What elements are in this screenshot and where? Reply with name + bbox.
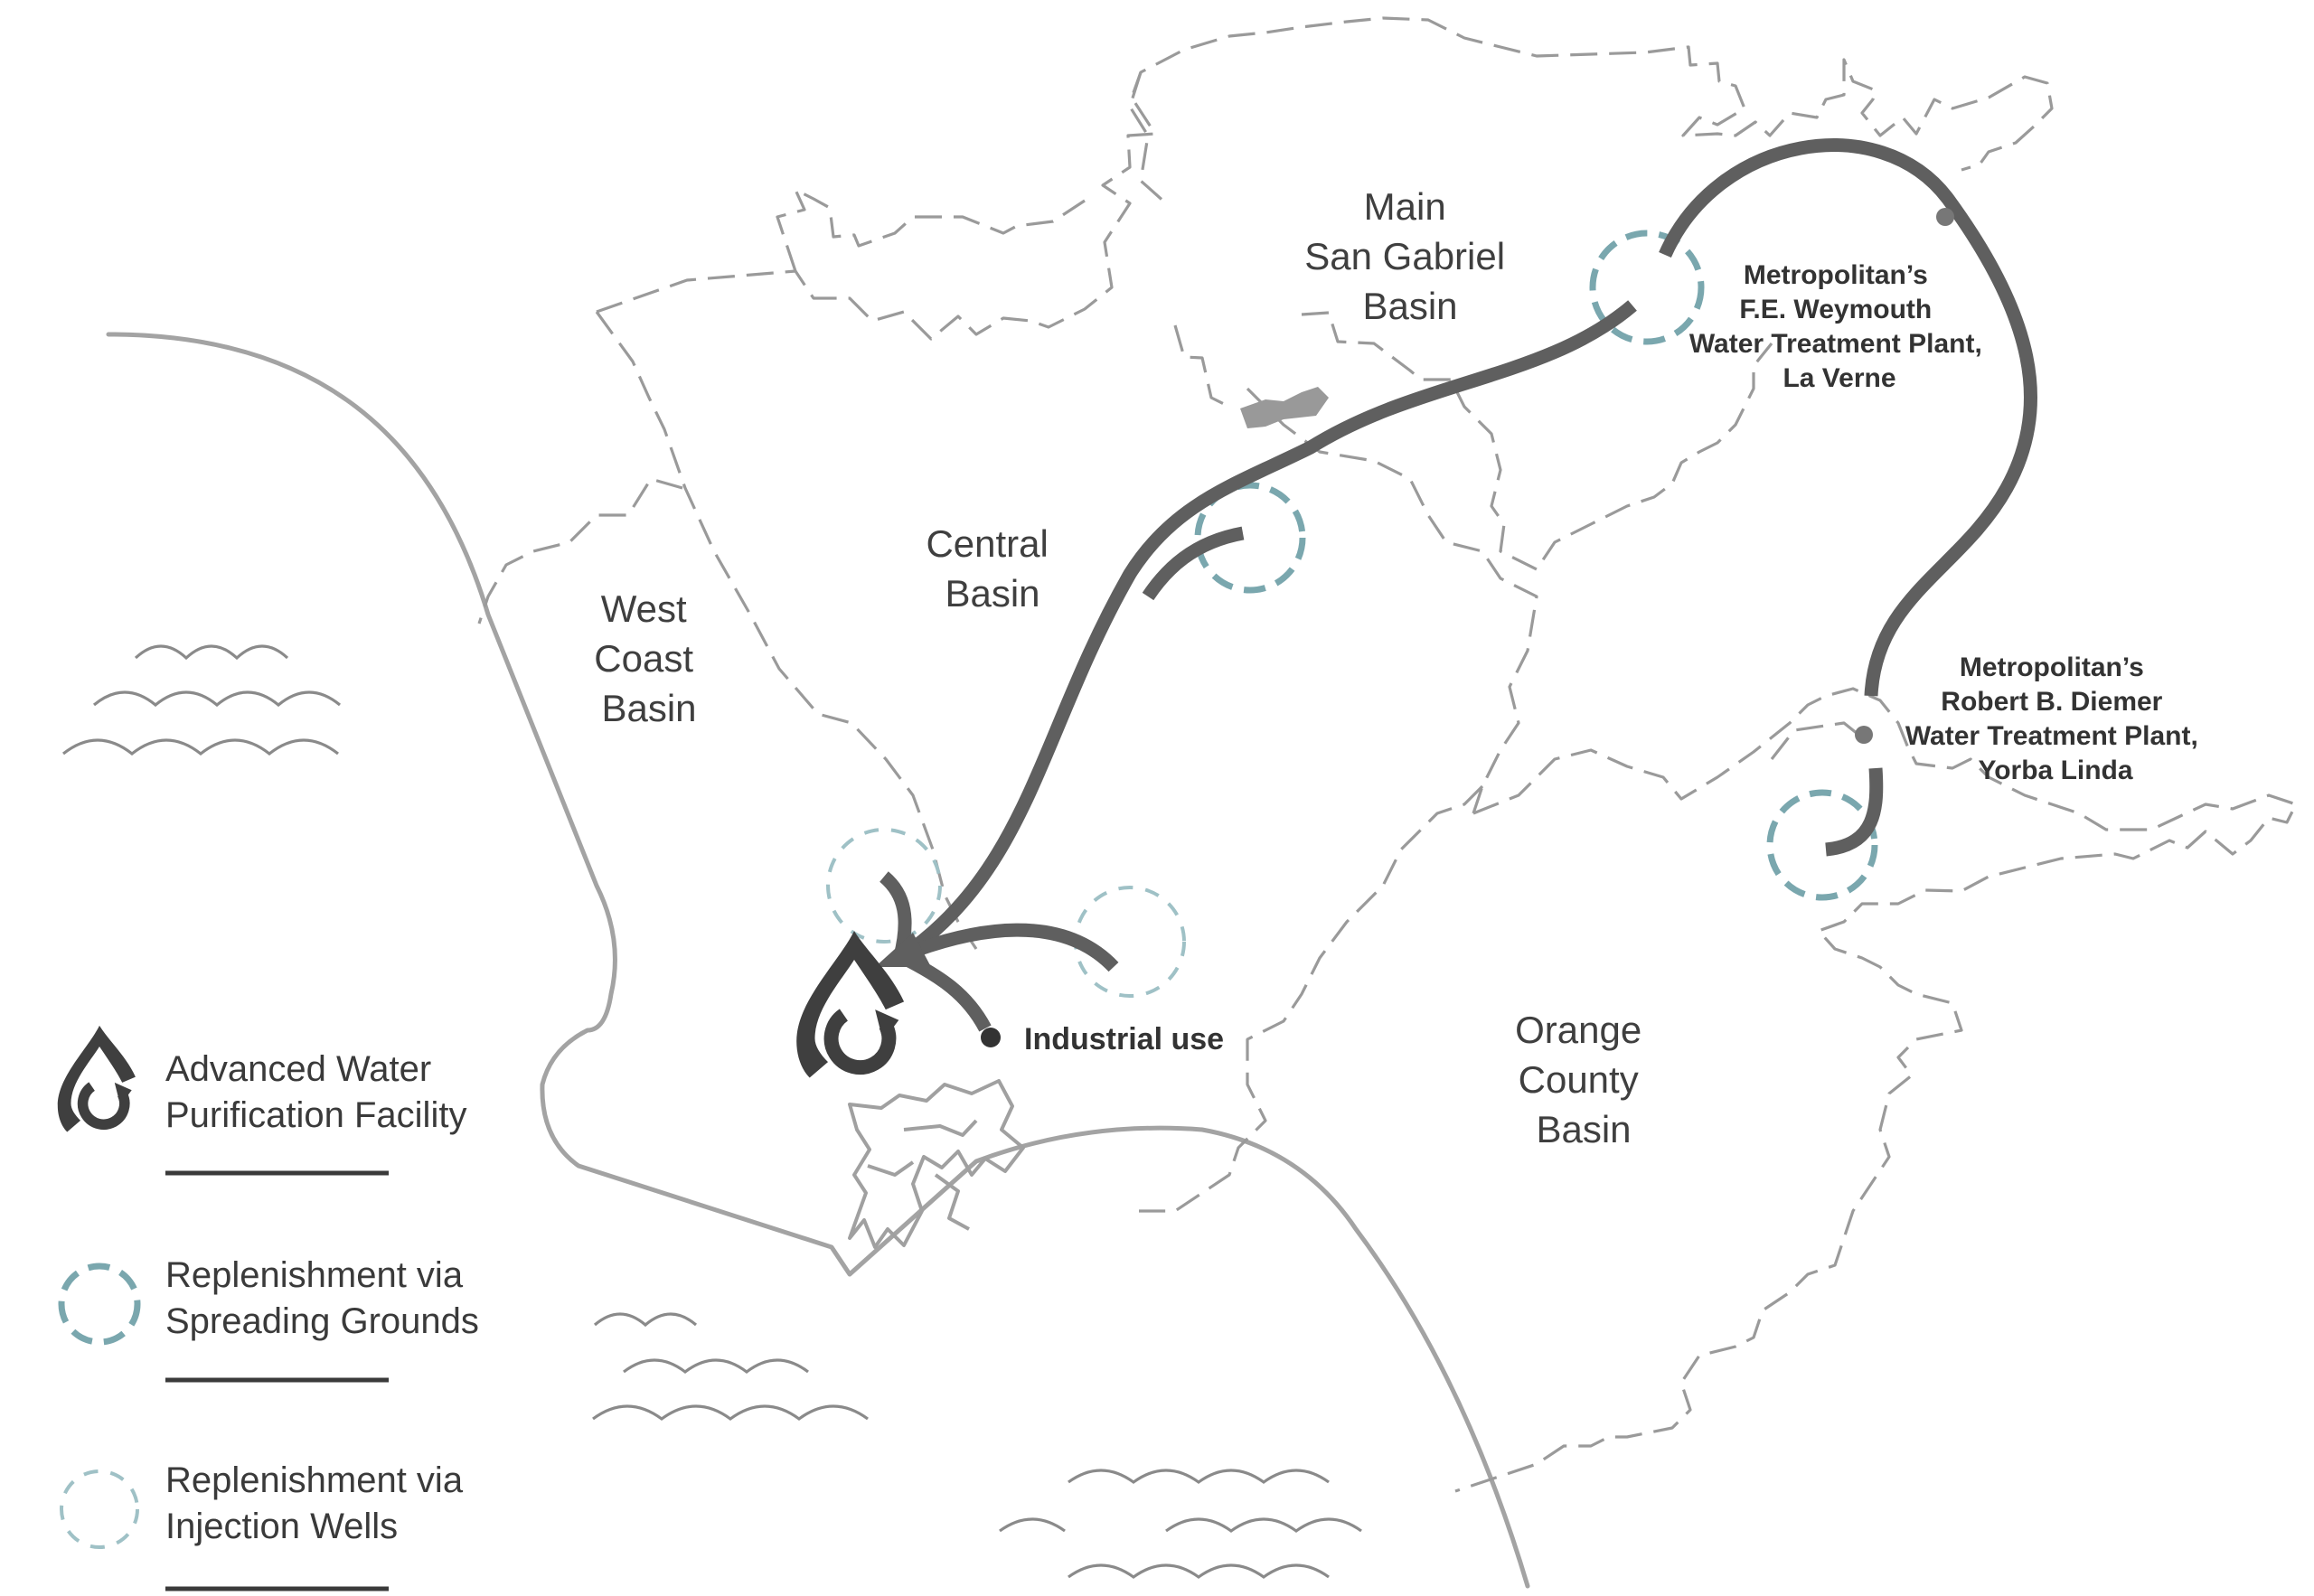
dam-shape xyxy=(1240,387,1329,428)
harbor xyxy=(848,1079,1025,1249)
injection-well-west xyxy=(826,828,942,944)
basin-label-west-coast: West Coast Basin xyxy=(594,587,703,729)
dotted-circle-icon xyxy=(60,1469,139,1549)
legend-facility-icon xyxy=(57,1025,136,1132)
flow-central-spreading-branch xyxy=(1142,526,1245,601)
legend: Advanced Water Purification Facility Rep… xyxy=(57,1025,479,1591)
diemer-plant-marker xyxy=(1855,726,1873,744)
basin-label-main-san-gabriel: Main San Gabriel Basin xyxy=(1304,185,1515,327)
water-drop-recycle-icon xyxy=(796,931,905,1078)
legend-label-spreading: Replenishment via Spreading Grounds xyxy=(165,1255,479,1341)
legend-label-facility: Advanced Water Purification Facility xyxy=(165,1049,466,1135)
industrial-use-label: Industrial use xyxy=(1024,1022,1224,1056)
dashed-circle-icon xyxy=(58,1263,141,1346)
plant-label-diemer: Metropolitan’s Robert B. Diemer Water Tr… xyxy=(1905,652,2206,785)
water-flows xyxy=(875,138,2038,1032)
ocean-waves xyxy=(62,644,1362,1579)
spreading-ground-central xyxy=(1194,482,1306,594)
industrial-use-marker xyxy=(981,1028,1001,1047)
coastline xyxy=(106,332,1530,1589)
flow-arrowhead xyxy=(875,933,931,967)
flow-diemer-to-orange-spreading xyxy=(1825,767,1884,857)
spreading-ground-orange-county xyxy=(1766,789,1878,901)
spreading-ground-main-san-gabriel xyxy=(1589,230,1705,345)
legend-label-injection: Replenishment via Injection Wells xyxy=(165,1460,473,1546)
plant-label-weymouth: Metropolitan’s F.E. Weymouth Water Treat… xyxy=(1689,260,1989,393)
spreading-grounds xyxy=(1194,230,1878,901)
flow-to-east-injection xyxy=(898,923,1119,972)
flow-weymouth-to-diemer xyxy=(1659,138,2038,697)
basin-label-central: Central Basin xyxy=(926,522,1058,615)
flow-weymouth-to-facility xyxy=(898,300,1637,962)
weymouth-plant-marker xyxy=(1936,208,1954,226)
basin-label-orange-county: Orange County Basin xyxy=(1515,1009,1652,1150)
